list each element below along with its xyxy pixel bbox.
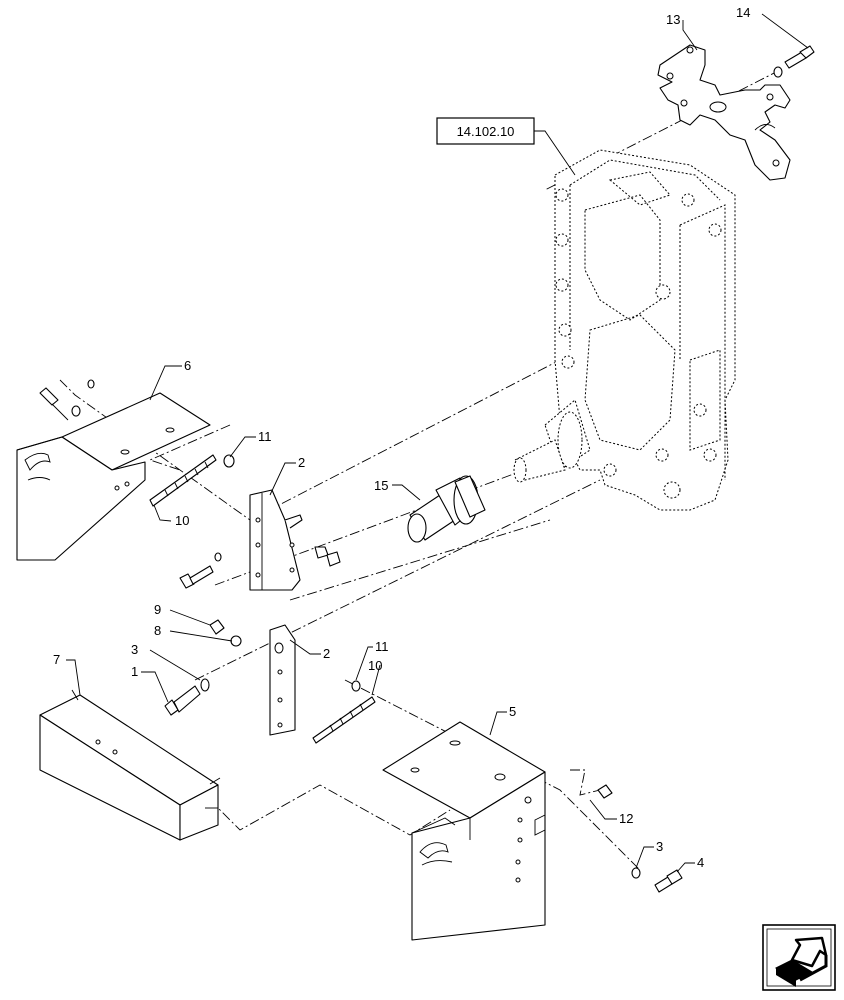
washer-11-lower bbox=[351, 680, 361, 692]
mounting-plate-5 bbox=[382, 721, 546, 941]
callout-8[interactable]: 8 bbox=[154, 623, 161, 638]
callout-numbers: 13 14 6 11 2 10 15 9 8 3 1 7 2 11 10 5 1… bbox=[53, 5, 750, 870]
upper-cover-plate-6 bbox=[16, 392, 211, 561]
callout-13[interactable]: 13 bbox=[666, 12, 680, 27]
callout-1[interactable]: 1 bbox=[131, 664, 138, 679]
channel-cover-7 bbox=[39, 689, 221, 841]
callout-leaders bbox=[66, 13, 809, 873]
upper-bracket-13 bbox=[657, 44, 791, 181]
next-page-arrow-icon[interactable] bbox=[762, 924, 836, 991]
callout-3-lower[interactable]: 3 bbox=[656, 839, 663, 854]
callout-15[interactable]: 15 bbox=[374, 478, 388, 493]
callout-2-lower[interactable]: 2 bbox=[323, 646, 330, 661]
callout-12[interactable]: 12 bbox=[619, 811, 633, 826]
callout-10-upper[interactable]: 10 bbox=[175, 513, 189, 528]
callout-14[interactable]: 14 bbox=[736, 5, 750, 20]
angle-bracket-2-upper bbox=[249, 489, 303, 591]
callout-2-upper[interactable]: 2 bbox=[298, 455, 305, 470]
bolt-1 bbox=[164, 685, 201, 716]
callout-9[interactable]: 9 bbox=[154, 602, 161, 617]
callout-11-lower[interactable]: 11 bbox=[375, 639, 389, 654]
callout-7[interactable]: 7 bbox=[53, 652, 60, 667]
callout-5[interactable]: 5 bbox=[509, 704, 516, 719]
bolt-14 bbox=[773, 45, 815, 78]
callout-6[interactable]: 6 bbox=[184, 358, 191, 373]
callout-11-upper[interactable]: 11 bbox=[258, 429, 272, 444]
gearbox-housing bbox=[513, 149, 736, 511]
washer-3-lower bbox=[631, 867, 641, 879]
flat-strap-2-lower bbox=[269, 624, 296, 736]
reference-label-text: 14.102.10 bbox=[457, 124, 515, 139]
washer-11-upper bbox=[223, 454, 235, 468]
upper-bolt-near-6 bbox=[39, 379, 95, 421]
shaft-15 bbox=[407, 475, 486, 543]
washer-8 bbox=[230, 635, 242, 647]
washer-3-upper bbox=[200, 678, 210, 692]
bolt-4 bbox=[654, 869, 683, 893]
housing-reference-label[interactable]: 14.102.10 bbox=[436, 117, 576, 176]
nut-9 bbox=[209, 619, 225, 635]
clip-12 bbox=[597, 784, 613, 799]
upper-bracket-bolt bbox=[179, 546, 341, 589]
threaded-rod-10-upper bbox=[149, 454, 217, 507]
callout-10-lower[interactable]: 10 bbox=[368, 658, 382, 673]
callout-4[interactable]: 4 bbox=[697, 855, 704, 870]
callout-3-upper[interactable]: 3 bbox=[131, 642, 138, 657]
threaded-rod-10-lower bbox=[312, 696, 376, 744]
